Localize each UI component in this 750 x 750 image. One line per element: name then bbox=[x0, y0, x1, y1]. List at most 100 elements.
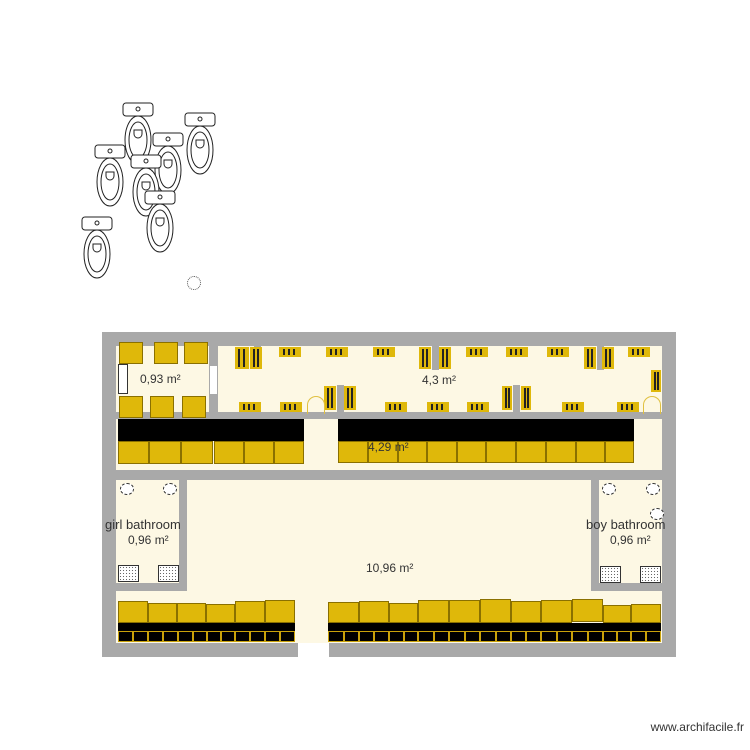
bookshelf-icon[interactable] bbox=[250, 347, 262, 369]
sink-icon[interactable] bbox=[602, 483, 616, 495]
desk[interactable] bbox=[338, 441, 368, 463]
desk[interactable] bbox=[274, 441, 304, 464]
bookshelf-icon[interactable] bbox=[439, 347, 451, 369]
desk[interactable] bbox=[244, 441, 274, 464]
shower-tray-icon[interactable] bbox=[118, 565, 139, 582]
desk[interactable] bbox=[118, 441, 149, 464]
bookshelf-icon[interactable] bbox=[427, 402, 449, 412]
shower-tray-icon[interactable] bbox=[600, 566, 621, 583]
bookshelf-icon[interactable] bbox=[279, 347, 301, 357]
desk[interactable] bbox=[427, 441, 457, 463]
bookshelf-icon[interactable] bbox=[502, 386, 512, 410]
desk[interactable] bbox=[359, 601, 389, 623]
bookshelf-icon[interactable] bbox=[466, 347, 488, 357]
bookshelf-icon[interactable] bbox=[235, 347, 249, 369]
mid-wall bbox=[116, 470, 662, 480]
bookshelf-icon[interactable] bbox=[506, 347, 528, 357]
bookshelf-icon[interactable] bbox=[651, 370, 661, 392]
desk[interactable] bbox=[457, 441, 486, 463]
desk[interactable] bbox=[449, 600, 480, 623]
chair-icon[interactable] bbox=[154, 342, 178, 364]
desk[interactable] bbox=[206, 604, 235, 623]
desk[interactable] bbox=[541, 600, 572, 623]
office-door-opening[interactable] bbox=[210, 366, 217, 394]
desk[interactable] bbox=[149, 441, 181, 464]
partition-stub bbox=[432, 346, 439, 370]
desk[interactable] bbox=[546, 441, 576, 463]
shower-tray-icon[interactable] bbox=[158, 565, 179, 582]
desk[interactable] bbox=[480, 599, 511, 623]
chair-icon[interactable] bbox=[119, 342, 143, 364]
bookshelf-icon[interactable] bbox=[326, 347, 348, 357]
bookshelf-icon[interactable] bbox=[419, 347, 431, 369]
bookshelf-icon[interactable] bbox=[521, 386, 531, 410]
toilet-icon[interactable] bbox=[143, 190, 177, 254]
office-left-door[interactable] bbox=[118, 364, 128, 394]
desk[interactable] bbox=[148, 603, 177, 623]
desk[interactable] bbox=[181, 441, 213, 464]
sink-icon[interactable] bbox=[163, 483, 177, 495]
bookshelf-icon[interactable] bbox=[373, 347, 395, 357]
bookshelf-icon[interactable] bbox=[562, 402, 584, 412]
room-area-label: 10,96 m² bbox=[366, 561, 414, 575]
chair-icon[interactable] bbox=[150, 396, 174, 418]
room-area-label: 0,96 m² bbox=[128, 533, 169, 547]
small-fixture-icon[interactable] bbox=[187, 276, 201, 290]
boy-bathroom-left-wall bbox=[591, 480, 599, 590]
desk[interactable] bbox=[418, 600, 449, 623]
boy-bathroom-bottom-wall bbox=[591, 583, 662, 591]
desk[interactable] bbox=[603, 605, 631, 623]
desk[interactable] bbox=[398, 441, 427, 463]
bookshelf-icon[interactable] bbox=[584, 347, 596, 369]
loose-toilets-group bbox=[75, 98, 225, 290]
desk[interactable] bbox=[177, 603, 206, 623]
sink-icon[interactable] bbox=[646, 483, 660, 495]
desk[interactable] bbox=[265, 600, 295, 623]
desk[interactable] bbox=[389, 603, 418, 623]
room-area-label: 0,96 m² bbox=[610, 533, 651, 547]
bookshelf-icon[interactable] bbox=[324, 386, 336, 410]
desk[interactable] bbox=[572, 599, 603, 622]
desk[interactable] bbox=[511, 601, 541, 623]
desk[interactable] bbox=[235, 601, 265, 623]
room-name-label: girl bathroom bbox=[105, 517, 181, 532]
chair-icon[interactable] bbox=[119, 396, 143, 418]
desk[interactable] bbox=[516, 441, 546, 463]
sink-icon[interactable] bbox=[120, 483, 134, 495]
room-name-label: boy bathroom bbox=[586, 517, 666, 532]
room-area-label: 0,93 m² bbox=[140, 372, 181, 386]
bookshelf-icon[interactable] bbox=[547, 347, 569, 357]
desk[interactable] bbox=[368, 441, 398, 463]
toilet-icon[interactable] bbox=[121, 102, 155, 166]
bookshelf-icon[interactable] bbox=[344, 386, 356, 410]
toilet-icon[interactable] bbox=[183, 112, 217, 176]
door-swing-icon[interactable] bbox=[307, 396, 325, 414]
shower-tray-icon[interactable] bbox=[640, 566, 661, 583]
chair-icon[interactable] bbox=[182, 396, 206, 418]
partition-stub bbox=[337, 385, 344, 412]
door-swing-icon[interactable] bbox=[643, 396, 661, 414]
sink-icon[interactable] bbox=[650, 508, 664, 520]
desk[interactable] bbox=[486, 441, 516, 463]
desk[interactable] bbox=[328, 602, 359, 623]
bookshelf-icon[interactable] bbox=[385, 402, 407, 412]
partition-stub bbox=[597, 346, 604, 370]
bookshelf-icon[interactable] bbox=[617, 402, 639, 412]
chair-icon[interactable] bbox=[184, 342, 208, 364]
entrance-door[interactable] bbox=[298, 643, 329, 657]
desk[interactable] bbox=[118, 601, 148, 623]
bookshelf-icon[interactable] bbox=[239, 402, 261, 412]
desk[interactable] bbox=[214, 441, 244, 464]
partition-stub bbox=[513, 385, 520, 412]
upper-corridor-bottom-wall bbox=[116, 412, 662, 419]
bookshelf-icon[interactable] bbox=[628, 347, 650, 357]
desk[interactable] bbox=[576, 441, 605, 463]
watermark[interactable]: www.archifacile.fr bbox=[650, 720, 744, 734]
bookshelf-icon[interactable] bbox=[467, 402, 489, 412]
bookshelf-icon[interactable] bbox=[280, 402, 302, 412]
bookshelf-icon[interactable] bbox=[602, 347, 614, 369]
desk[interactable] bbox=[631, 604, 661, 623]
toilet-icon[interactable] bbox=[93, 144, 127, 208]
toilet-icon[interactable] bbox=[80, 216, 114, 280]
desk[interactable] bbox=[605, 441, 634, 463]
